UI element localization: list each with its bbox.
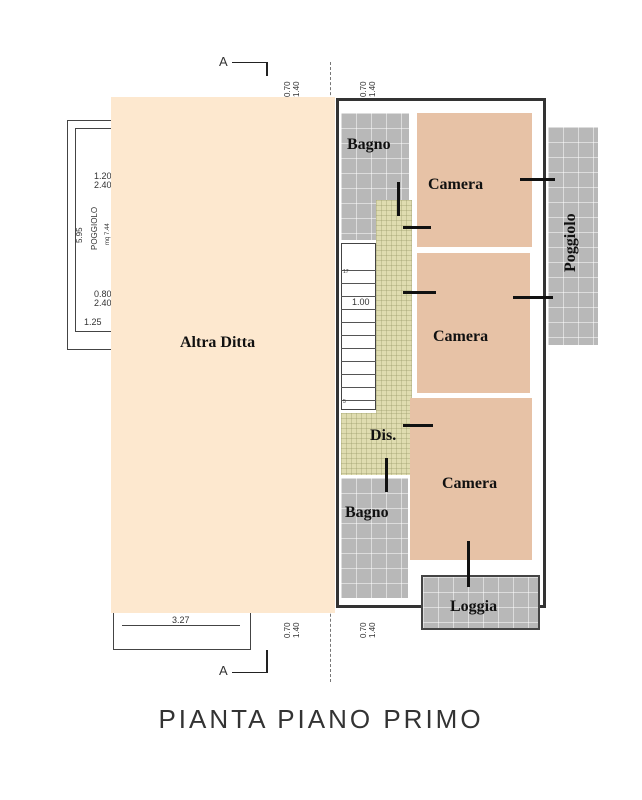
label-dis: Dis. <box>370 427 397 444</box>
room-dis <box>341 413 412 475</box>
label-loggia: Loggia <box>450 598 498 615</box>
left-balcony-length: 5.95 <box>75 227 84 243</box>
door-marker <box>397 182 400 216</box>
door-marker <box>403 291 436 294</box>
room-loggia <box>421 575 540 630</box>
door-marker <box>467 541 470 587</box>
label-poggiolo: Poggiolo <box>562 213 579 272</box>
section-line <box>232 62 268 63</box>
dimension-line <box>122 625 240 626</box>
room-bagno-bottom <box>341 478 408 598</box>
label-camera-top: Camera <box>428 176 484 193</box>
room-camera-top <box>417 113 532 247</box>
left-balcony-width: 1.25 <box>84 317 102 327</box>
door-marker <box>403 424 433 427</box>
section-line <box>232 672 268 673</box>
door-marker <box>403 226 431 229</box>
door-marker <box>520 178 555 181</box>
label-bagno-top: Bagno <box>347 136 391 153</box>
label-camera-mid: Camera <box>433 328 489 345</box>
stair-step-17: 17 <box>343 269 349 275</box>
left-balcony-label: POGGIOLO <box>90 206 99 250</box>
section-mark-bottom: A <box>219 663 228 678</box>
room-camera-mid <box>417 253 530 393</box>
section-line <box>266 62 268 76</box>
stair-width: 1.00 <box>352 297 370 307</box>
section-line <box>266 650 268 673</box>
staircase <box>341 243 376 410</box>
label-camera-bottom: Camera <box>442 475 498 492</box>
stair-step-5: 5 <box>343 399 346 405</box>
room-poggiolo <box>548 127 598 345</box>
left-balcony-inner <box>75 128 115 332</box>
label-bagno-bottom: Bagno <box>345 504 389 521</box>
plan-title: PIANTA PIANO PRIMO <box>158 704 484 734</box>
door-marker <box>385 458 388 492</box>
door-marker <box>513 296 553 299</box>
section-mark-top: A <box>219 54 228 69</box>
bottom-dim: 3.27 <box>172 615 190 625</box>
label-altra-ditta: Altra Ditta <box>180 334 256 351</box>
room-altra-ditta <box>111 97 335 613</box>
